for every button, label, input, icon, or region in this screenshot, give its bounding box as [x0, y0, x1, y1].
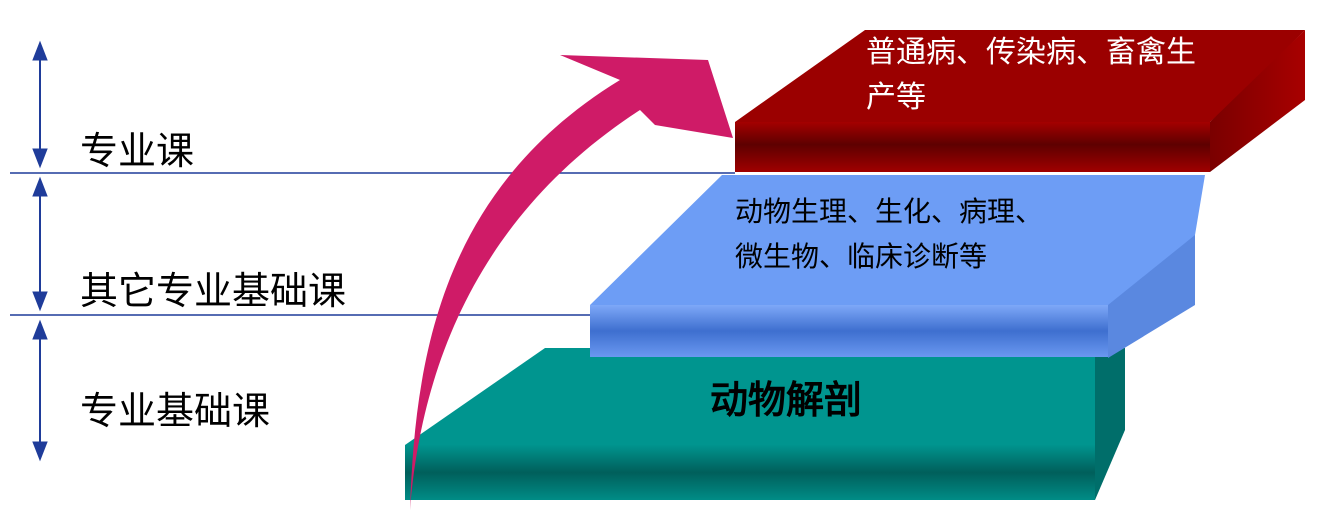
level-label-professional: 专业课: [80, 129, 195, 173]
step-bottom-front-face: [405, 445, 1095, 500]
step-bottom-side-face: [1095, 348, 1125, 500]
level-arrow-bottom: [32, 319, 48, 462]
step-bottom-top-face: [405, 348, 1095, 445]
step-bottom-text: 动物解剖: [710, 378, 863, 422]
step-top-text: 普通病、传染病、畜禽生 产等: [866, 30, 1196, 120]
step-middle-top-face: [590, 175, 1205, 305]
step-middle-side-face: [1108, 235, 1195, 358]
level-arrow-top: [32, 40, 48, 169]
step-bottom: [405, 348, 1125, 500]
step-middle: [590, 175, 1205, 358]
step-top-front-face: [735, 122, 1210, 172]
step-middle-text-line-1: 动物生理、生化、病理、: [735, 195, 1044, 228]
level-label-foundation: 专业基础课: [80, 389, 271, 433]
step-top-text-line-1: 普通病、传染病、畜禽生: [866, 35, 1196, 70]
level-arrow-middle: [32, 176, 48, 312]
level-label-other-foundation: 其它专业基础课: [80, 269, 347, 313]
progress-arrow: [410, 55, 733, 510]
step-top-side-face: [1210, 30, 1305, 172]
step-middle-text: 动物生理、生化、病理、 微生物、临床诊断等: [735, 190, 1043, 280]
step-top-top-face: [735, 30, 1305, 122]
step-middle-front-face: [590, 305, 1108, 357]
step-middle-text-line-2: 微生物、临床诊断等: [735, 239, 988, 273]
step-top-text-line-2: 产等: [866, 80, 926, 115]
step-top: [735, 30, 1305, 172]
